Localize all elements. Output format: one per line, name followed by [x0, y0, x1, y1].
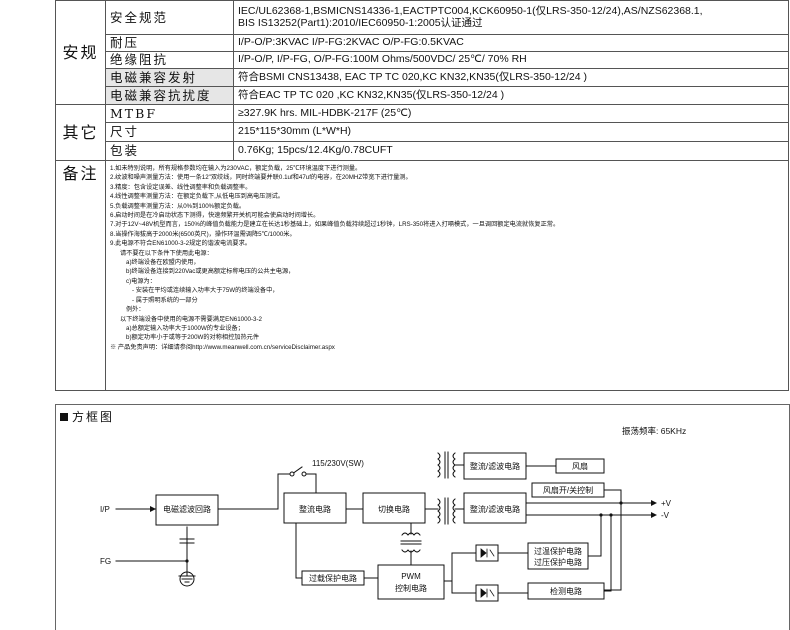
spec-label: 尺寸 [105, 122, 234, 142]
note-item: b)终端设备连接到220Vac或更高额定标称电压的公共主电源， [126, 268, 295, 276]
note-item: a)终端设备在欧盟内使用， [126, 259, 200, 267]
spec-value: IEC/UL62368-1,BSMICNS14336-1,EACTPTC004,… [233, 0, 789, 35]
spec-value-line: BIS IS13252(Part1):2010/IEC60950-1:2005认… [238, 16, 483, 29]
spec-value: 符合EAC TP TC 020 ,KC KN32,KN35(仅LRS-350-1… [233, 86, 789, 105]
fan-label: 风扇 [572, 461, 588, 471]
note-item: 以下终端设备中使用的电源不需要满足EN61000-3-2 [120, 315, 262, 323]
spec-value-line: IEC/UL62368-1,BSMICNS14336-1,EACTPTC004,… [238, 4, 703, 17]
rectifier-box [283, 492, 347, 524]
switching-label: 切换电路 [378, 504, 410, 514]
note-item: ※ 产品免责声明：详细请参阅http://www.meanwell.com.cn… [110, 343, 335, 351]
spec-row: 电磁兼容抗扰度符合EAC TP TC 020 ,KC KN32,KN35(仅LR… [56, 86, 789, 105]
fan-control-label: 风扇开/关控制 [543, 485, 593, 495]
note-item: b)额定功率小于或等于200W的对称相控加热元件 [126, 334, 260, 342]
node-dot [599, 513, 603, 517]
note-item: 例外： [126, 306, 145, 314]
spec-label: MTBF [105, 104, 234, 123]
ovp-label: 过压保护电路 [534, 557, 582, 567]
fan-box [555, 458, 605, 474]
switch-label: 115/230V(SW) [312, 459, 364, 468]
group-label-notes: 备注 [55, 160, 106, 391]
aux-rect-filter-label: 整流/滤波电路 [470, 461, 520, 471]
pwm-box [377, 564, 445, 600]
spec-value: ≥327.9K hrs. MIL-HDBK-217F (25℃) [233, 104, 789, 123]
input-arrow [150, 506, 156, 512]
note-item: 4.线性调整率测量方法：在额定负载下,从低电压到高电压测试。 [110, 193, 284, 201]
block-diagram-section: 方框图 振荡频率: 65KHz [55, 404, 790, 630]
note-item: 请不要在以下条件下使用此电源： [120, 249, 213, 257]
node-dot [185, 559, 189, 563]
spec-row: 安规安全规范 IEC/UL62368-1,BSMICNS14336-1,EACTP… [55, 0, 789, 105]
pwm-control-label: 控制电路 [395, 583, 427, 593]
note-item: c)电源为： [126, 277, 156, 285]
main-rect-filter-box [463, 492, 527, 524]
square-icon [60, 413, 68, 421]
note-item: 8.当操作海拔高于2000米(6500英尺)，操作环温需调降5℃/1000米。 [110, 230, 296, 238]
otp-label: 过温保护电路 [534, 546, 582, 556]
vminus-label: -V [661, 511, 670, 520]
spec-value: I/P-O/P:3KVAC I/P-FG:2KVAC O/P-FG:0.5KVA… [233, 34, 789, 52]
note-item: a)总额定输入功率大于1000W的专业设备； [126, 324, 244, 332]
node-dot [619, 501, 623, 505]
ip-label: I/P [100, 505, 110, 514]
spec-label: 电磁兼容发射 [105, 68, 234, 87]
group-label-safety: 安规 [55, 0, 106, 105]
spec-value: 符合BSMI CNS13438, EAC TP TC 020,KC KN32,K… [233, 68, 789, 87]
ocp-label: 过载保护电路 [309, 573, 357, 583]
vplus-arrow [651, 500, 657, 506]
node-dot [609, 513, 613, 517]
rectifier-label: 整流电路 [299, 504, 331, 514]
vplus-label: +V [661, 499, 672, 508]
note-item: 1.如未特别说明，所有规格参数均在输入为230VAC，额定负载，25℃环境温度下… [110, 165, 362, 172]
spec-label: 安全规范 [105, 0, 234, 35]
switch-contact-left [289, 471, 295, 477]
block-diagram: 振荡频率: 65KHz [100, 426, 686, 602]
spec-value: 0.76Kg; 15pcs/12.4Kg/0.78CUFT [233, 141, 789, 161]
main-rect-filter-label: 整流/滤波电路 [470, 504, 520, 514]
spec-table: 安规安全规范 IEC/UL62368-1,BSMICNS14336-1,EACTP… [55, 0, 789, 391]
emi-filter-label: 电磁滤波回路 [163, 504, 211, 514]
notes-row: 备注 1.如未特别说明，所有规格参数均在输入为230VAC，额定负载，25℃环境温… [55, 160, 789, 391]
note-item: 7.对于12V~48V机型而言，150%的峰值负载能力是建立在长达1秒基础上，如… [110, 221, 560, 229]
spec-label: 包装 [105, 141, 234, 161]
spec-row: 绝缘阻抗 I/P-O/P, I/P-FG, O/P-FG:100M Ohms/50… [56, 51, 789, 69]
pwm-label: PWM [401, 572, 421, 581]
group-label-other: 其它 [55, 104, 106, 161]
spec-value-line: I/P-O/P, I/P-FG, O/P-FG:100M Ohms/500VDC… [238, 53, 527, 66]
switching-box [362, 492, 426, 524]
fg-label: FG [100, 557, 111, 566]
spec-value-line: 符合BSMI CNS13438, EAC TP TC 020,KC KN32,K… [238, 70, 587, 83]
note-item: 5.负载调整率测量方法：从0%到100%额定负载。 [110, 202, 246, 210]
spec-row: 电磁兼容发射符合BSMI CNS13438, EAC TP TC 020,KC … [56, 68, 789, 87]
osc-frequency: 振荡频率: 65KHz [622, 426, 686, 436]
note-item: 2.纹波和噪声测量方法：使用一条12"双绞线，同时终端要并联0.1uf和47uf… [110, 174, 412, 182]
spec-row: 耐压 I/P-O/P:3KVAC I/P-FG:2KVAC O/P-FG:0.5K… [56, 34, 789, 52]
detection-label: 检测电路 [550, 586, 582, 596]
block-diagram-title: 方框图 [60, 408, 114, 425]
spec-value-line: 符合EAC TP TC 020 ,KC KN32,KN35(仅LRS-350-1… [238, 88, 505, 101]
note-item: - 属于照明系统的一部分 [132, 296, 198, 304]
spec-label: 电磁兼容抗扰度 [105, 86, 234, 105]
note-item: 9.此电源不符合EN61000-3-2规定的谐波电流要求。 [110, 240, 251, 248]
emi-filter-box [155, 494, 219, 526]
spec-label: 耐压 [105, 34, 234, 52]
spec-value: I/P-O/P, I/P-FG, O/P-FG:100M Ohms/500VDC… [233, 51, 789, 69]
switch-contact-right [301, 471, 307, 477]
note-item: 3.精度：包含设定误差、线性调整率和负载调整率。 [110, 183, 252, 191]
spec-label: 绝缘阻抗 [105, 51, 234, 69]
spec-value: 215*115*30mm (L*W*H) [233, 122, 789, 142]
note-item: - 安装在平均或连续输入功率大于75W的终端设备中， [132, 287, 279, 295]
note-item: 6.启动时间是在冷启动状态下测得，快速频繁开关机可能会使启动时间增长。 [110, 212, 320, 220]
spec-value-line: I/P-O/P:3KVAC I/P-FG:2KVAC O/P-FG:0.5KVA… [238, 36, 464, 49]
notes-list: 1.如未特别说明，所有规格参数均在输入为230VAC，额定负载，25℃环境温度下… [105, 160, 789, 391]
vminus-arrow [651, 512, 657, 518]
